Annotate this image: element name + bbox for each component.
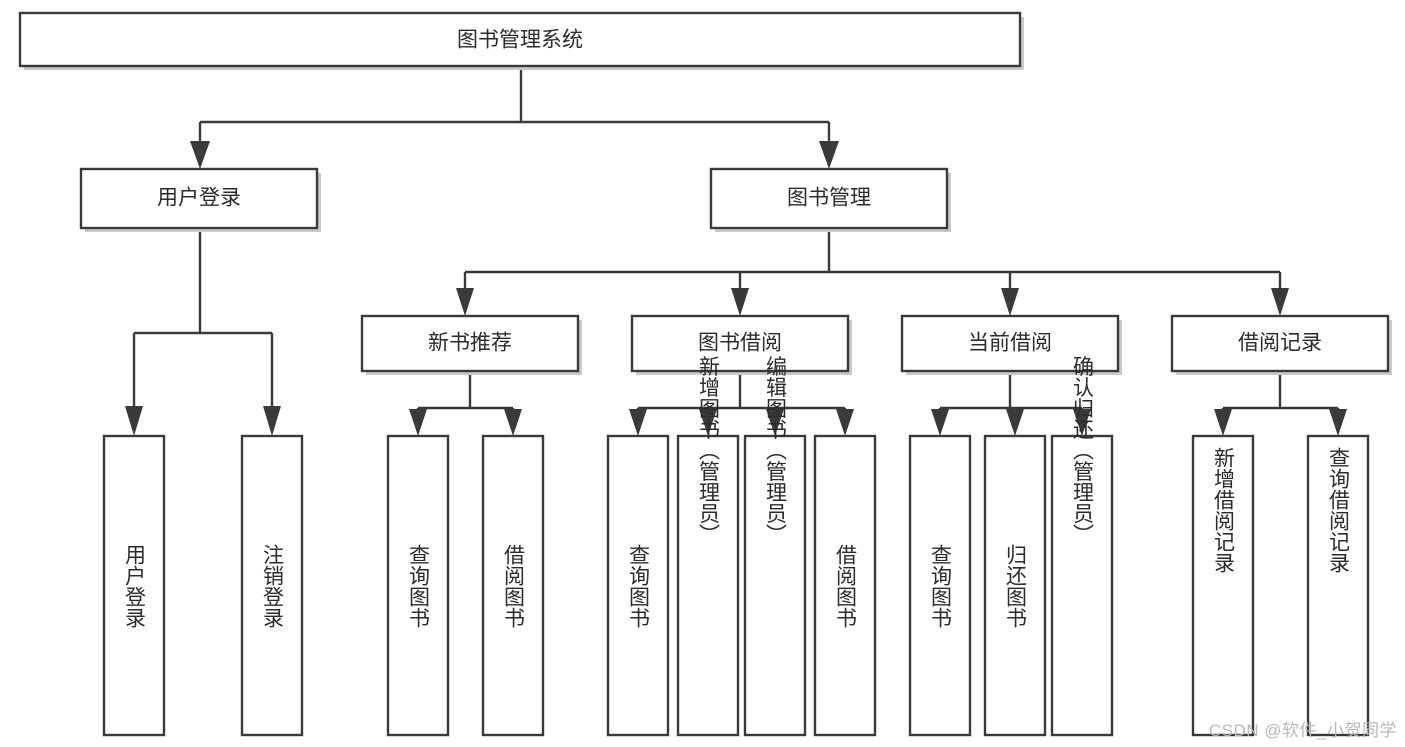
node-leaf-query-book-3-rect [908,434,972,737]
connector-layer [125,66,1347,436]
arrow-head-leaf-add-record [1214,409,1232,436]
node-leaf-borrow-book-1-rect [481,434,545,737]
node-leaf-add-book-rect [676,434,740,737]
node-leaf-query-book-2[interactable]: 查询图书 [606,434,670,737]
node-root-rect [18,11,1022,68]
node-leaf-borrow-book-2-rect [813,434,877,737]
node-leaf-query-book-3[interactable]: 查询图书 [908,434,972,737]
node-new-book-rec-rect [360,314,580,373]
node-current-borrow[interactable]: 当前借阅 [900,314,1122,375]
arrow-head-leaf-user-login [125,406,143,436]
node-borrow-record-label: 借阅记录 [1238,332,1322,355]
node-book-borrow[interactable]: 图书借阅 [630,314,852,375]
arrow-head-borrow-record [1271,288,1289,316]
arrow-head-book-manage [819,141,839,169]
node-borrow-record-rect [1170,314,1390,373]
node-leaf-confirm-return-label: 确认归还（管理员） [1071,356,1095,545]
csdn-watermark: CSDN @软件_小贺同学 [1208,721,1397,740]
node-leaf-return-book-rect [983,434,1047,737]
node-leaf-query-book-1[interactable]: 查询图书 [386,434,450,737]
node-leaf-query-book-3-label: 查询图书 [929,544,953,628]
node-leaf-borrow-book-1[interactable]: 借阅图书 [481,434,545,737]
node-leaf-confirm-return-rect [1050,434,1114,737]
arrow-head-leaf-user-logout [263,406,281,436]
node-new-book-rec[interactable]: 新书推荐 [360,314,582,375]
node-root-label: 图书管理系统 [457,29,583,52]
arrow-head-leaf-return-book [1006,409,1024,436]
node-root[interactable]: 图书管理系统 [18,11,1024,70]
node-user-login-rect [79,167,319,230]
arrow-head-new-book-rec [456,288,474,316]
node-leaf-borrow-book-2[interactable]: 借阅图书 [813,434,877,737]
arrow-head-leaf-edit-book [766,409,784,436]
node-leaf-borrow-book-2-label: 借阅图书 [834,544,858,628]
node-leaf-add-book[interactable]: 新增图书（管理员） [676,356,740,737]
node-leaf-return-book-label: 归还图书 [1004,544,1028,628]
node-current-borrow-rect [900,314,1120,373]
node-leaf-query-record-label: 查询借阅记录 [1327,447,1351,573]
node-leaf-add-book-label: 新增图书（管理员） [697,356,721,545]
node-new-book-rec-label: 新书推荐 [428,332,512,355]
node-leaf-edit-book-rect [743,434,807,737]
arrow-head-leaf-query-book-3 [931,409,949,436]
node-leaf-query-book-2-rect [606,434,670,737]
node-leaf-user-login-label: 用户登录 [123,544,147,628]
node-borrow-record[interactable]: 借阅记录 [1170,314,1392,375]
node-leaf-user-logout[interactable]: 注销登录 [240,434,304,737]
node-leaf-user-logout-label: 注销登录 [261,544,285,628]
arrow-head-book-borrow [731,288,749,316]
node-leaf-query-book-2-label: 查询图书 [627,544,651,628]
node-leaf-user-login-rect [102,434,166,737]
node-leaf-add-record-label: 新增借阅记录 [1212,447,1236,573]
node-leaf-add-record[interactable]: 新增借阅记录 [1191,434,1255,737]
arrow-head-user-login [190,141,210,169]
arrow-head-leaf-query-book-1 [409,409,427,436]
arrow-head-current-borrow [1001,288,1019,316]
node-book-borrow-label: 图书借阅 [698,332,782,355]
node-leaf-query-record[interactable]: 查询借阅记录 [1306,434,1370,737]
node-book-manage-rect [709,167,949,230]
node-leaf-query-book-1-rect [386,434,450,737]
arrow-head-leaf-query-book-2 [629,409,647,436]
arrow-head-leaf-add-book [699,409,717,436]
node-leaf-confirm-return[interactable]: 确认归还（管理员） [1050,356,1114,737]
node-leaf-return-book[interactable]: 归还图书 [983,434,1047,737]
node-leaf-edit-book[interactable]: 编辑图书（管理员） [743,356,807,737]
node-leaf-borrow-book-1-label: 借阅图书 [502,544,526,628]
node-leaf-query-book-1-label: 查询图书 [407,544,431,628]
node-leaf-user-login[interactable]: 用户登录 [102,434,166,737]
arrow-head-leaf-query-record [1329,409,1347,436]
node-current-borrow-label: 当前借阅 [968,332,1052,355]
arrow-head-leaf-confirm-return [1073,409,1091,436]
node-user-login-label: 用户登录 [157,187,241,210]
arrow-head-leaf-borrow-book-2 [836,409,854,436]
node-book-manage[interactable]: 图书管理 [709,167,951,232]
node-leaf-edit-book-label: 编辑图书（管理员） [764,356,788,545]
arrow-head-leaf-borrow-book-1 [504,409,522,436]
node-leaf-query-record-rect [1306,434,1370,737]
node-leaf-user-logout-rect [240,434,304,737]
node-book-manage-label: 图书管理 [787,187,871,210]
node-book-borrow-rect [630,314,850,373]
node-user-login[interactable]: 用户登录 [79,167,321,232]
node-leaf-add-record-rect [1191,434,1255,737]
